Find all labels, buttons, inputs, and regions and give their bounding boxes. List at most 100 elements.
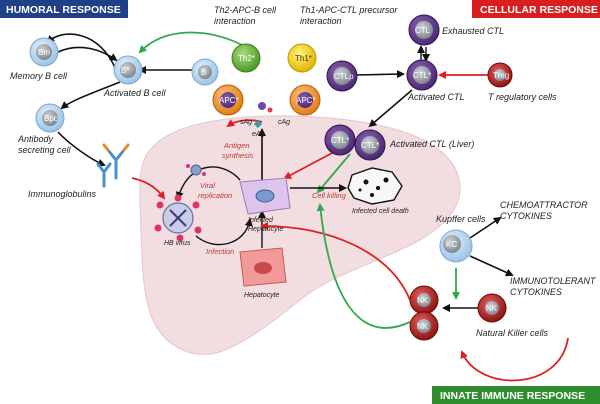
arrow-immunoglobulins-to-virus-red xyxy=(131,177,166,200)
label-th1-interaction-2: interaction xyxy=(300,16,342,26)
label-secreting-cell: secreting cell xyxy=(18,145,72,155)
label-antibody: Antibody xyxy=(17,134,54,144)
arrow-nk-to-killing-green xyxy=(316,203,411,329)
cellular-response-header: CELLULAR RESPONSE xyxy=(472,0,600,18)
svg-text:Bpc: Bpc xyxy=(44,114,58,123)
label-viral: Viral xyxy=(200,181,215,190)
activated-b-cell: B* xyxy=(113,55,143,85)
nk-blood-cell-2: NK xyxy=(409,311,439,341)
svg-text:Th1*: Th1* xyxy=(295,54,312,63)
label-hepatocyte: Hepatocyte xyxy=(244,292,280,299)
hepatocyte-icon xyxy=(239,247,287,287)
arrow-ctlp-to-ctl-star xyxy=(355,70,405,79)
nk-cell: NK xyxy=(477,293,507,323)
ctl-precursor-cell: CTLp xyxy=(326,60,358,92)
activated-ctl-cell: CTL* xyxy=(406,59,438,91)
svg-text:CTL: CTL xyxy=(415,26,431,35)
apc-cell-cellular: APC* xyxy=(289,84,321,116)
label-replication: replication xyxy=(198,191,232,200)
arrow-viral-replication-loop xyxy=(175,166,241,200)
arrow-memory-b-to-activated-b xyxy=(57,46,118,62)
exhausted-ctl-cell: CTL xyxy=(408,14,440,46)
innate-immune-response-header: INNATE IMMUNE RESPONSE xyxy=(432,386,600,404)
svg-text:CTL*: CTL* xyxy=(331,136,349,145)
arrow-kc-to-chemokines xyxy=(469,216,502,239)
memory-b-cell: Bm xyxy=(29,37,59,67)
svg-text:CTL*: CTL* xyxy=(361,141,379,150)
arrow-liver-ctl-to-hepatocyte-red xyxy=(283,151,335,179)
arrow-th2-to-activated-b-green xyxy=(138,31,245,54)
label-cag: cAg xyxy=(278,119,290,126)
label-kupffer-cells: Kupffer cells xyxy=(436,214,486,224)
label-activated-ctl: Activated CTL xyxy=(407,92,465,102)
liver-ctl-cell-2: CTL* xyxy=(354,129,386,161)
label-eag: eAg xyxy=(252,131,265,138)
svg-text:CTLp: CTLp xyxy=(334,72,354,81)
arrow-kc-to-immunotolerant xyxy=(469,255,514,277)
label-antigen: Antigen xyxy=(223,141,249,150)
svg-text:Th2*: Th2* xyxy=(238,54,255,63)
svg-text:KC: KC xyxy=(446,240,457,249)
svg-text:HUMORAL RESPONSE: HUMORAL RESPONSE xyxy=(6,4,121,16)
svg-text:APC*: APC* xyxy=(219,96,239,105)
antibody-secreting-b-cell: Bpc xyxy=(35,103,65,133)
treg-cell: Treg xyxy=(487,62,513,88)
nk-blood-cell-1: NK xyxy=(409,285,439,315)
antigen-icons xyxy=(254,102,273,128)
label-infected-cell-death: Infected cell death xyxy=(352,208,409,215)
label-activated-ctl-liver: Activated CTL (Liver) xyxy=(389,139,474,149)
svg-text:Treg: Treg xyxy=(493,71,509,80)
label-activated-b-cell: Activated B cell xyxy=(103,88,167,98)
arrow-infection-loop xyxy=(195,218,253,246)
label-th1-interaction-1: Th1-APC-CTL precursor xyxy=(300,5,398,15)
th1-cell: Th1* xyxy=(287,43,317,73)
label-immunoglobulins: Immunoglobulins xyxy=(28,189,97,199)
virus-particle-icon xyxy=(186,164,206,176)
th2-cell: Th2* xyxy=(231,43,261,73)
label-exhausted-ctl: Exhausted CTL xyxy=(442,26,504,36)
label-t-regulatory: T regulatory cells xyxy=(488,92,557,102)
svg-text:Bm: Bm xyxy=(38,48,50,57)
humoral-response-header: HUMORAL RESPONSE xyxy=(0,0,128,18)
hb-virus-icon xyxy=(154,194,202,242)
svg-text:B: B xyxy=(201,68,206,77)
label-memory-b-cell: Memory B cell xyxy=(10,71,68,81)
label-cytokines-2: CYTOKINES xyxy=(510,287,562,297)
liver-ctl-cell-1: CTL* xyxy=(324,124,356,156)
arrow-activated-b-to-antibody-b xyxy=(60,81,121,110)
label-synthesis: synthesis xyxy=(222,151,254,160)
svg-text:CELLULAR RESPONSE: CELLULAR RESPONSE xyxy=(480,4,598,16)
arrow-liver-ctl-to-killing-green xyxy=(316,153,351,194)
svg-text:NK: NK xyxy=(417,322,429,331)
svg-text:B*: B* xyxy=(121,66,129,75)
svg-text:INNATE IMMUNE RESPONSE: INNATE IMMUNE RESPONSE xyxy=(440,390,585,402)
infected-hepatocyte-icon xyxy=(239,177,291,215)
infected-cell-death-icon xyxy=(347,167,403,205)
label-th2-interaction-2: interaction xyxy=(214,16,256,26)
label-infected-1: Infected xyxy=(248,217,274,224)
label-infected-2: Hepatocyte xyxy=(248,226,284,233)
label-infection: Infection xyxy=(206,247,234,256)
immunoglobulin-icon xyxy=(96,143,130,188)
kupffer-cell: KC xyxy=(439,229,473,263)
apc-cell-humoral: APC* xyxy=(212,84,244,116)
arrow-nk-regulation-loop-red xyxy=(460,337,569,382)
arrow-ctl-to-liver-ctl xyxy=(368,89,413,128)
svg-text:NK: NK xyxy=(486,304,498,313)
label-th2-interaction-1: Th2-APC-B cell xyxy=(214,5,277,15)
label-hb-virus: HB virus xyxy=(164,240,191,247)
svg-text:CTL*: CTL* xyxy=(413,71,431,80)
b-cell: B xyxy=(191,58,219,86)
label-natural-killer: Natural Killer cells xyxy=(476,328,549,338)
label-cytokines-1: CYTOKINES xyxy=(500,211,552,221)
arrow-plasma-to-immunoglobulins xyxy=(57,131,106,167)
svg-text:APC*: APC* xyxy=(296,96,316,105)
arrow-nk-to-hepatocyte-red xyxy=(260,222,411,301)
label-immunotolerant: IMMUNOTOLERANT xyxy=(510,276,597,286)
label-sag: sAg xyxy=(240,119,252,126)
label-chemoattractor: CHEMOATTRACTOR xyxy=(500,200,588,210)
svg-text:NK: NK xyxy=(417,296,429,305)
label-cell-killing: Cell killing xyxy=(312,191,347,200)
